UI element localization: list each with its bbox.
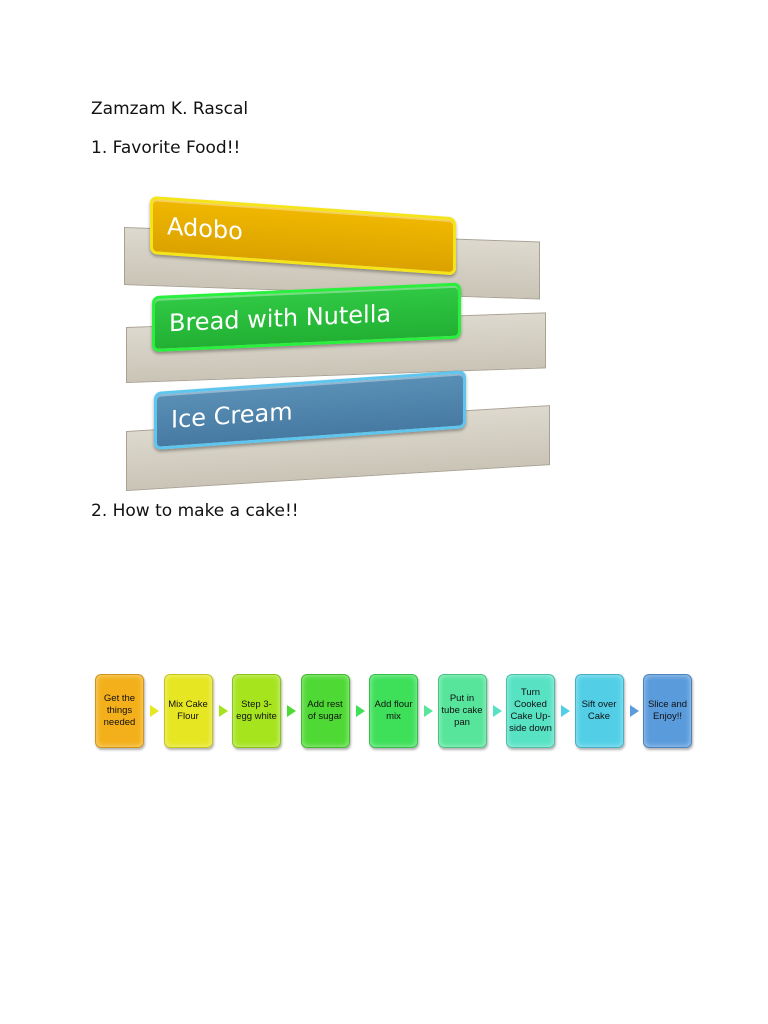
process-step: Slice and Enjoy!! [643, 674, 692, 748]
arrow-right-icon [561, 705, 570, 717]
food-label: Ice Cream [171, 397, 293, 434]
process-step: Add flour mix [369, 674, 418, 748]
arrow-right-icon [629, 705, 639, 717]
process-step: Sift over Cake [574, 674, 624, 748]
process-step: Put in tube cake pan [437, 674, 487, 748]
section-heading-favorite-food: 1. Favorite Food!! [91, 138, 241, 158]
process-step: Add rest of sugar [300, 674, 350, 748]
process-step: Mix Cake Flour [163, 674, 213, 748]
food-label: Adobo [167, 212, 243, 246]
arrow-right-icon [424, 705, 433, 717]
food-label: Bread with Nutella [169, 299, 392, 338]
arrow-right-icon [218, 705, 228, 717]
arrow-right-icon [355, 705, 365, 717]
process-step: Turn Cooked Cake Up-side down [506, 674, 555, 748]
section-heading-cake-steps: 2. How to make a cake!! [91, 501, 299, 521]
process-step: Get the things needed [95, 674, 144, 748]
author-name: Zamzam K. Rascal [91, 99, 249, 119]
arrow-right-icon [150, 705, 159, 717]
arrow-right-icon [287, 705, 296, 717]
process-step: Step 3- egg white [232, 674, 281, 748]
arrow-right-icon [492, 705, 502, 717]
